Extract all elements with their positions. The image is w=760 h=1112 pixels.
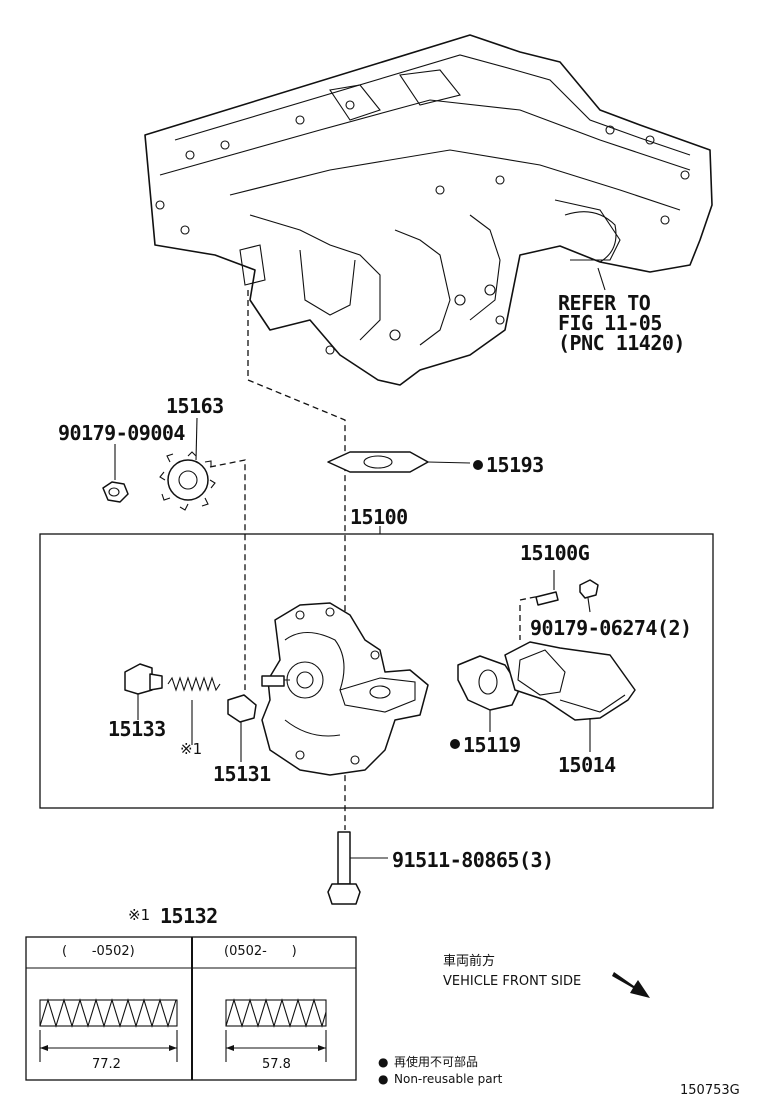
part-label-15014: 15014 bbox=[558, 753, 616, 777]
sprocket-drawing bbox=[159, 451, 216, 511]
vehicle-front-side-jp: 車両前方 bbox=[443, 954, 496, 969]
part-label-90179-06274: 90179-06274(2) bbox=[530, 616, 692, 640]
spring-col1-header: ( -0502) bbox=[62, 944, 135, 959]
figure-id: 150753G bbox=[680, 1083, 740, 1098]
stud-drawing bbox=[535, 591, 559, 606]
front-direction-arrow-icon bbox=[612, 972, 650, 998]
part-label-15132: 15132 bbox=[160, 904, 218, 928]
legend-non-reusable-en: Non-reusable part bbox=[394, 1072, 503, 1086]
refer-line-1: REFER TO bbox=[558, 291, 651, 315]
spring-col2-header: (0502- ) bbox=[224, 944, 297, 959]
part-label-90179-09004: 90179-09004 bbox=[58, 421, 185, 445]
note-mark-spring: ※1 bbox=[180, 740, 203, 758]
part-label-15100G: 15100G bbox=[520, 541, 590, 565]
oil-pan-drawing bbox=[144, 34, 713, 386]
refer-line-3: (PNC 11420) bbox=[558, 331, 685, 355]
spring-col2-length: 57.8 bbox=[262, 1057, 291, 1072]
note-mark-15132: ※1 bbox=[128, 906, 151, 924]
part-label-15193: 15193 bbox=[486, 453, 544, 477]
spring-col1-length: 77.2 bbox=[92, 1057, 121, 1072]
legend-bullet-2: ● bbox=[378, 1072, 389, 1086]
spring-table-drawing bbox=[25, 936, 357, 1081]
plug-drawing bbox=[124, 663, 163, 695]
part-label-91511-80865: 91511-80865(3) bbox=[392, 848, 554, 872]
legend-non-reusable-jp: 再使用不可部品 bbox=[394, 1055, 479, 1069]
part-label-15100: 15100 bbox=[350, 505, 408, 529]
part-label-15163: 15163 bbox=[166, 394, 224, 418]
vehicle-front-side-en: VEHICLE FRONT SIDE bbox=[443, 974, 582, 989]
part-label-15133: 15133 bbox=[108, 717, 166, 741]
refer-line-2: FIG 11-05 bbox=[558, 311, 662, 335]
part-label-15131: 15131 bbox=[213, 762, 271, 786]
legend-bullet-1: ● bbox=[378, 1055, 389, 1069]
strainer-drawing bbox=[504, 641, 636, 721]
oil-pump-drawing bbox=[261, 602, 429, 776]
nut-drawing bbox=[102, 481, 129, 503]
part-label-15119: 15119 bbox=[463, 733, 521, 757]
bolt-drawing bbox=[327, 831, 361, 905]
